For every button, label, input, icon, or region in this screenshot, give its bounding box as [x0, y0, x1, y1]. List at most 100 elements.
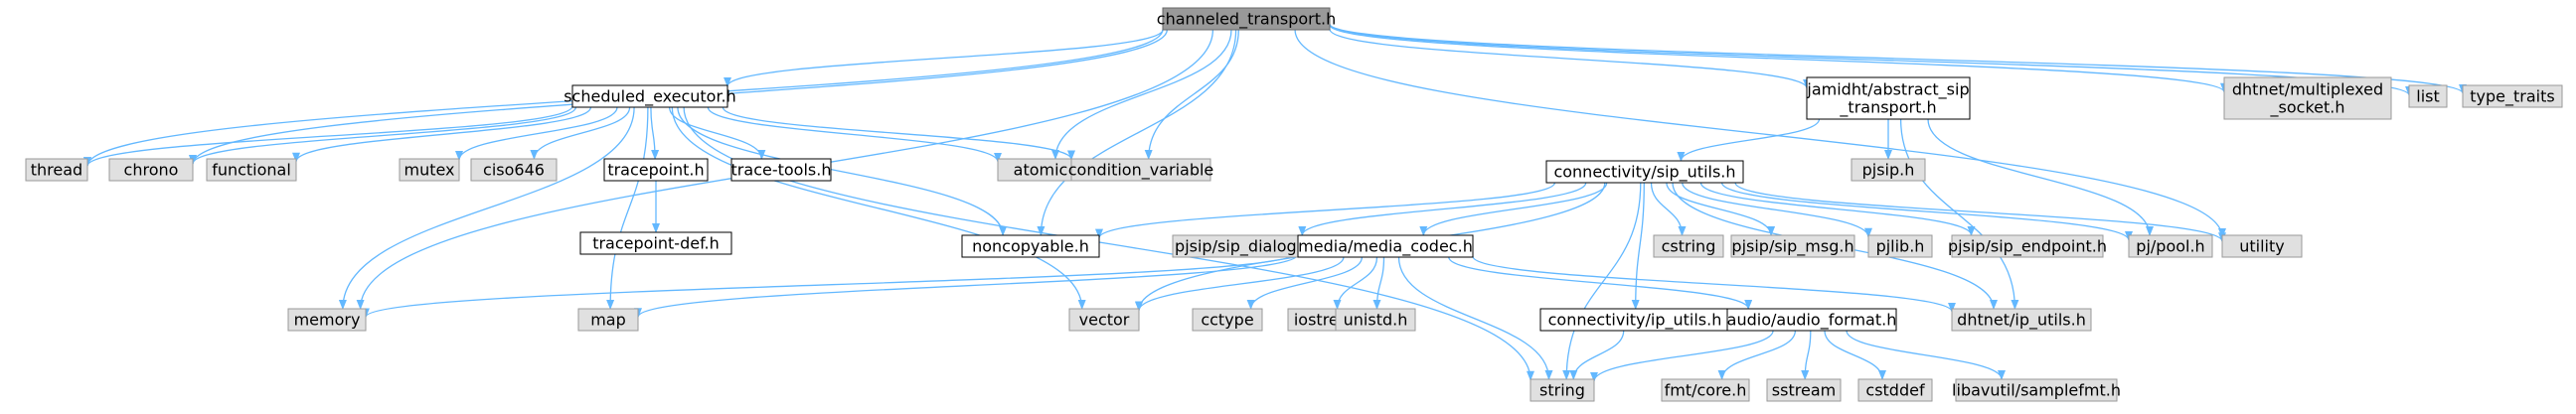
edge-codec-to-iostream: [1333, 256, 1378, 310]
node-pjlib: pjlib.h: [1867, 234, 1933, 258]
edge-sipu-to-utility: [1734, 182, 2226, 243]
node-label: jamidht/abstract_sip: [1806, 80, 1969, 100]
node-utility: utility: [2221, 234, 2303, 258]
node-sched[interactable]: scheduled_executor.h: [564, 84, 736, 108]
edge-root-to-sched: [724, 29, 1164, 87]
edge-sched-to-noncopy: [677, 106, 1008, 236]
node-label: type_traits: [2470, 87, 2554, 107]
node-pool: pj/pool.h: [2128, 234, 2213, 258]
edge-codec-to-cctype: [1246, 256, 1364, 310]
node-label: condition_variable: [1068, 161, 1214, 181]
node-cctype: cctype: [1192, 308, 1263, 332]
edge-sched-to-memory: [338, 106, 635, 310]
node-ciso646: ciso646: [470, 158, 558, 182]
node-label: atomic: [1014, 161, 1068, 180]
node-box: [1951, 308, 2092, 332]
node-box: [730, 158, 832, 182]
node-label: thread: [31, 161, 82, 180]
node-label: mutex: [403, 161, 454, 180]
node-label: cstring: [1662, 237, 1716, 256]
node-label: memory: [294, 311, 361, 330]
nodes-layer: channeled_transport.h scheduled_executor.…: [25, 7, 2563, 402]
edges-layer: [83, 23, 2467, 382]
edge-sched-to-mutex: [455, 106, 618, 161]
node-unistd: unistd.h: [1335, 308, 1416, 332]
node-dhtip: dhtnet/ip_utils.h: [1951, 308, 2092, 332]
node-mutex: mutex: [399, 158, 460, 182]
node-label: tracepoint-def.h: [592, 234, 720, 253]
node-label: scheduled_executor.h: [564, 87, 736, 107]
node-label: string: [1539, 381, 1585, 400]
node-box: [2462, 84, 2563, 108]
edge-sipu-to-msg: [1666, 182, 1776, 236]
node-label: chrono: [124, 161, 179, 180]
node-box: [1653, 234, 1724, 258]
edge-sipu-to-pool: [1720, 182, 2133, 241]
node-label: libavutil/samplefmt.h: [1952, 381, 2121, 400]
node-box: [1068, 308, 1140, 332]
node-box: [2408, 84, 2448, 108]
edge-sched-to-chrono: [189, 106, 577, 165]
edge-codec-to-string: [1397, 256, 1553, 380]
node-map: map: [577, 308, 639, 332]
edge-sipu-to-string: [1562, 182, 1642, 380]
node-audiofmt[interactable]: audio/audio_format.h: [1726, 308, 1897, 332]
edge-sched-to-condvar: [722, 106, 1075, 161]
edge-codec-to-vector: [1135, 256, 1345, 312]
node-box: [399, 158, 460, 182]
edge-root-to-noncopy: [1037, 29, 1237, 236]
edge-codec-to-dhtip: [1472, 255, 1956, 313]
node-label: pjsip/sip_dialog.h: [1175, 237, 1312, 257]
node-label: cctype: [1201, 311, 1253, 330]
edge-sipu-to-pjlib: [1682, 182, 1872, 238]
edge-abssip-to-sipu: [1677, 118, 1821, 162]
node-memory: memory: [287, 308, 367, 332]
node-label: connectivity/sip_utils.h: [1553, 163, 1735, 183]
node-label: list: [2416, 87, 2440, 106]
node-chrono: chrono: [108, 158, 194, 182]
node-ipu[interactable]: connectivity/ip_utils.h: [1539, 308, 1730, 332]
edge-audiofmt-to-string: [1590, 330, 1774, 382]
node-box: [287, 308, 367, 332]
node-root[interactable]: channeled_transport.h: [1157, 7, 1336, 31]
node-tracetools[interactable]: trace-tools.h: [730, 158, 832, 182]
node-box: [2128, 234, 2213, 258]
node-box: [108, 158, 194, 182]
node-box: [470, 158, 558, 182]
node-label: cstddef: [1865, 381, 1925, 400]
node-codec[interactable]: media/media_codec.h: [1297, 234, 1474, 258]
node-msg: pjsip/sip_msg.h: [1730, 234, 1855, 258]
edge-sipu-to-cstring: [1650, 182, 1687, 236]
node-tracedef[interactable]: tracepoint-def.h: [579, 231, 732, 255]
node-box: [1766, 378, 1842, 402]
node-label: fmt/core.h: [1665, 381, 1747, 400]
node-box: [1730, 234, 1855, 258]
node-typetraits: type_traits: [2462, 84, 2563, 108]
node-label: dhtnet/ip_utils.h: [1957, 311, 2086, 331]
edge-codec-to-map: [634, 253, 1299, 319]
edge-ipu-to-string: [1569, 330, 1625, 380]
node-pjsiph: pjsip.h: [1851, 158, 1926, 182]
node-tracepoint[interactable]: tracepoint.h: [603, 158, 709, 182]
node-box: [1726, 308, 1897, 332]
node-label: _socket.h: [2270, 98, 2345, 118]
edge-codec-to-memory: [362, 251, 1299, 319]
node-label: trace-tools.h: [731, 161, 832, 180]
edge-sched-to-map: [606, 106, 649, 310]
node-box: [571, 84, 728, 108]
node-noncopy[interactable]: noncopyable.h: [961, 234, 1100, 258]
node-box: [1661, 378, 1750, 402]
node-abssip[interactable]: jamidht/abstract_sip_transport.h: [1806, 76, 1971, 120]
node-box: [1955, 378, 2118, 402]
node-samplefmt: libavutil/samplefmt.h: [1952, 378, 2121, 402]
node-label: tracepoint.h: [607, 161, 704, 180]
node-label: _transport.h: [1839, 98, 1936, 118]
edge-sched-to-tracepoint: [650, 106, 660, 160]
node-sipu[interactable]: connectivity/sip_utils.h: [1545, 160, 1744, 184]
node-box: [2221, 234, 2303, 258]
edge-audiofmt-to-fmtcore: [1717, 330, 1797, 380]
edge-sipu-to-dialog: [1298, 182, 1587, 236]
node-atomic: atomic: [997, 158, 1084, 182]
node-functional: functional: [206, 158, 297, 182]
